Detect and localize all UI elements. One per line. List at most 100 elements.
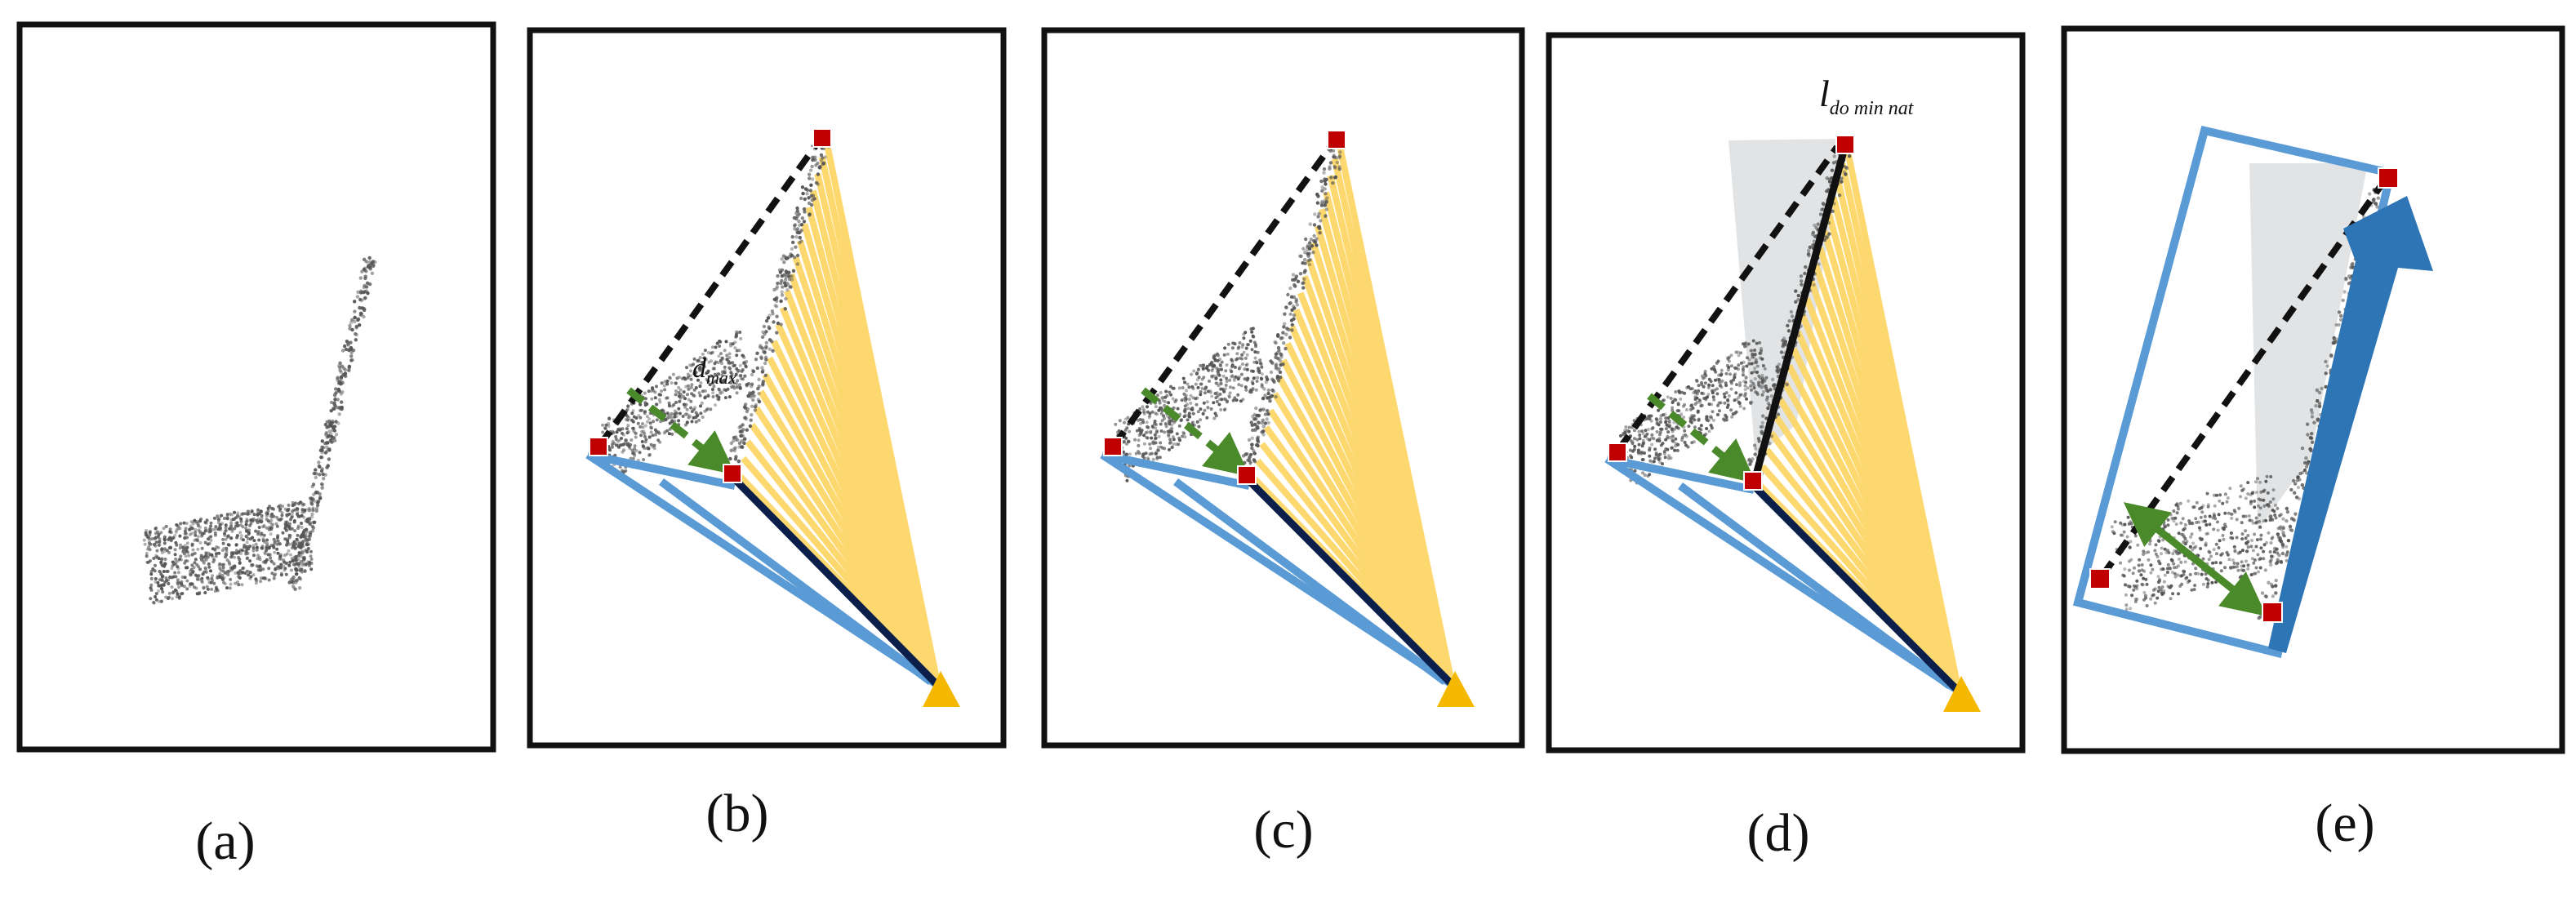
point [240,513,243,516]
point [329,409,333,413]
point [634,432,638,435]
point [1250,436,1255,440]
point [615,430,619,434]
point [2215,520,2219,524]
point [1677,389,1681,393]
point [224,523,228,527]
point [230,529,234,533]
point [334,433,339,437]
point [1768,388,1773,392]
point [1813,223,1817,228]
point [328,422,333,426]
point [735,353,739,358]
point [2278,526,2282,530]
point [2254,545,2258,549]
point [275,524,279,528]
point [675,376,679,380]
point [248,545,251,549]
point [1645,417,1648,420]
point [639,433,643,438]
point [2296,474,2300,479]
point [311,508,315,513]
point [1693,418,1697,422]
point [1827,180,1832,184]
point [756,386,760,391]
point [198,567,202,571]
point [2271,594,2276,598]
point [161,574,165,578]
point [228,512,232,516]
point [1266,396,1270,400]
point [683,405,687,409]
point [294,501,297,505]
point [1254,345,1258,349]
point [251,549,256,553]
point [2239,484,2243,488]
point [2320,386,2324,391]
point [766,316,771,320]
point [1680,390,1684,394]
point [1643,451,1646,455]
point [1722,392,1726,396]
point [2285,553,2289,558]
point [2292,478,2296,483]
point [655,385,658,389]
point [230,553,234,557]
point [1632,437,1636,441]
point [1832,154,1836,158]
point [1761,364,1765,367]
point [1291,273,1296,277]
point [254,542,258,546]
point [314,509,318,513]
point [1214,414,1218,418]
point [814,180,819,185]
point [1770,377,1775,382]
point [242,566,246,570]
point [735,391,739,395]
point [1244,356,1248,360]
point [1692,414,1696,418]
point [736,370,740,374]
point [296,540,300,543]
point [194,527,198,531]
point [674,393,678,397]
point [660,389,664,393]
point [755,351,759,355]
point [2166,523,2170,527]
point [689,369,692,373]
point [1177,386,1181,390]
point [2181,533,2185,536]
point [2266,491,2270,495]
point [816,172,821,176]
point [190,531,194,536]
point [362,257,367,261]
point [1654,451,1658,456]
point [699,404,702,408]
point [296,533,300,537]
point [1750,388,1753,392]
point [2126,515,2130,519]
point [799,223,804,227]
point [2285,558,2289,562]
point [213,547,217,551]
point [1760,383,1764,386]
point [1328,161,1333,165]
point [2231,536,2235,540]
point [307,563,311,567]
point [1749,402,1753,405]
point [780,278,784,283]
point [1666,416,1671,420]
point [207,551,211,555]
point [1663,412,1667,416]
point [1311,251,1315,255]
point [2187,499,2191,503]
point [668,421,672,425]
point [280,511,284,514]
point [601,430,605,434]
point [690,410,694,413]
point [309,496,314,500]
point [1163,416,1166,420]
point [2258,513,2262,517]
point [1252,451,1257,456]
point [258,519,262,523]
